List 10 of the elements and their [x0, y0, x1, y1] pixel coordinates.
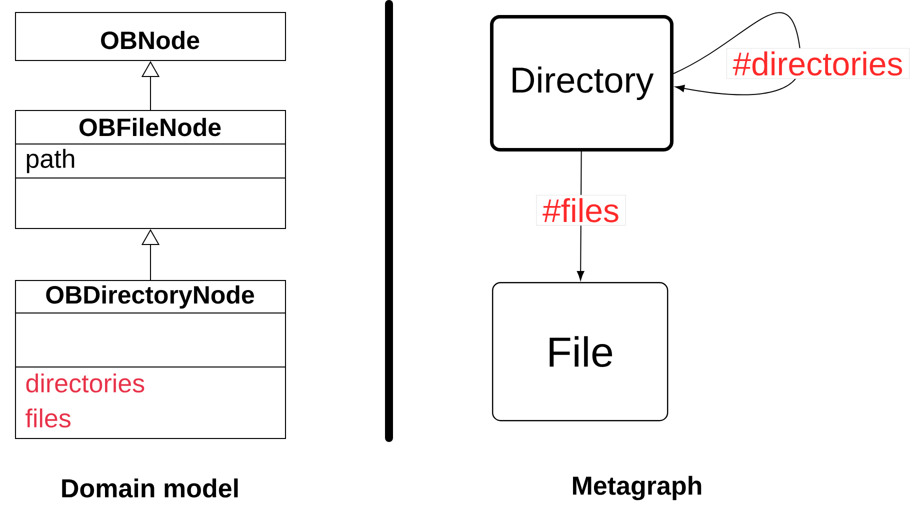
- self-loop-arrow: [673, 12, 802, 96]
- edge-label: #files: [536, 194, 626, 226]
- edge-label: #directories: [726, 48, 910, 79]
- entity-box: Directory: [490, 15, 674, 152]
- panel-caption: Domain model: [62, 478, 238, 498]
- class-box: OBDirectoryNode directories files: [14, 280, 286, 439]
- class-box: OBFileNode path: [14, 110, 286, 229]
- panel-caption: Metagraph: [573, 476, 702, 500]
- class-box: OBNode: [15, 12, 286, 61]
- entity-box: File: [492, 282, 668, 422]
